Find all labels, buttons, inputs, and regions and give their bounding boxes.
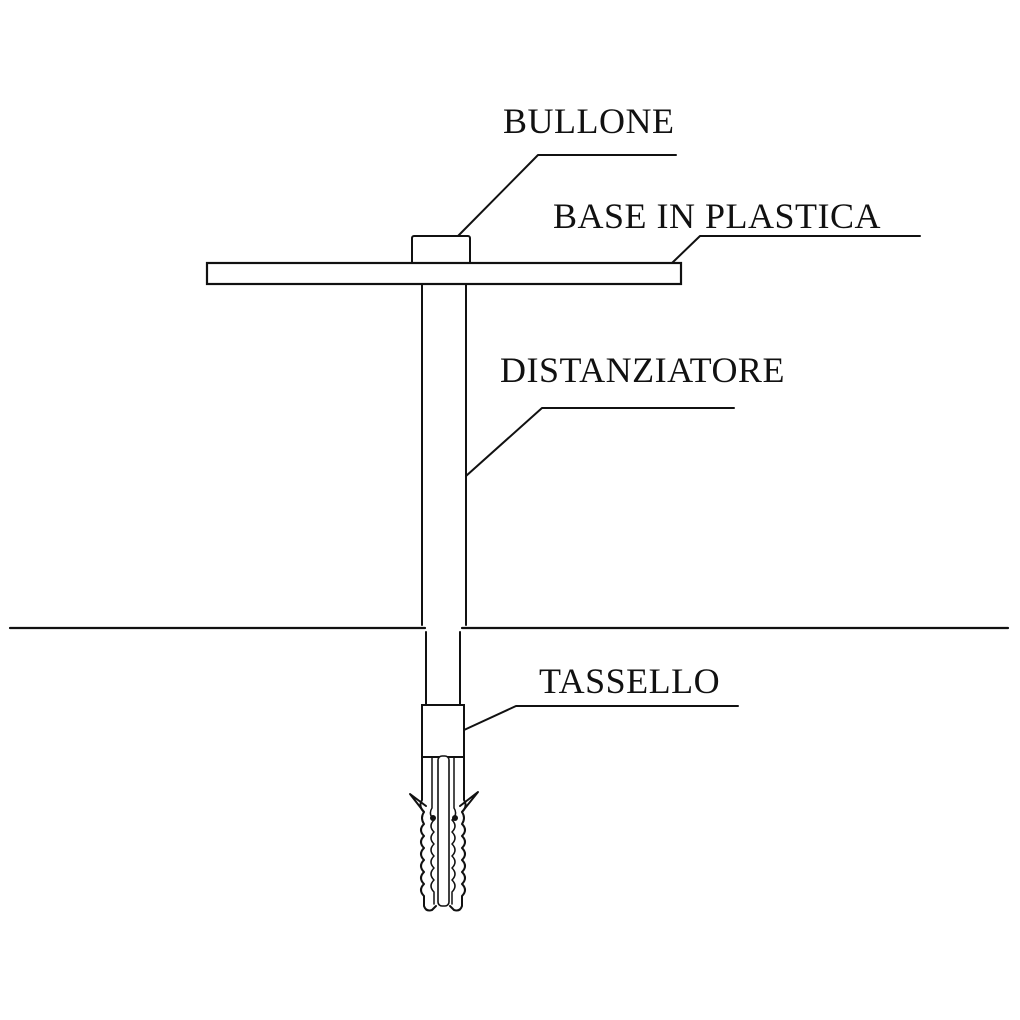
label-bolt: BULLONE [503, 101, 674, 141]
label-spacer: DISTANZIATORE [500, 350, 785, 390]
spacer-tube [421, 284, 467, 626]
plastic-base-plate [205, 261, 683, 286]
leader-lines [457, 154, 921, 731]
label-wall-plug: TASSELLO [539, 661, 720, 701]
wall-plug [409, 704, 479, 912]
label-plastic-base: BASE IN PLASTICA [553, 196, 881, 236]
spacer-below-ground [425, 631, 461, 706]
bolt-head [411, 235, 471, 265]
